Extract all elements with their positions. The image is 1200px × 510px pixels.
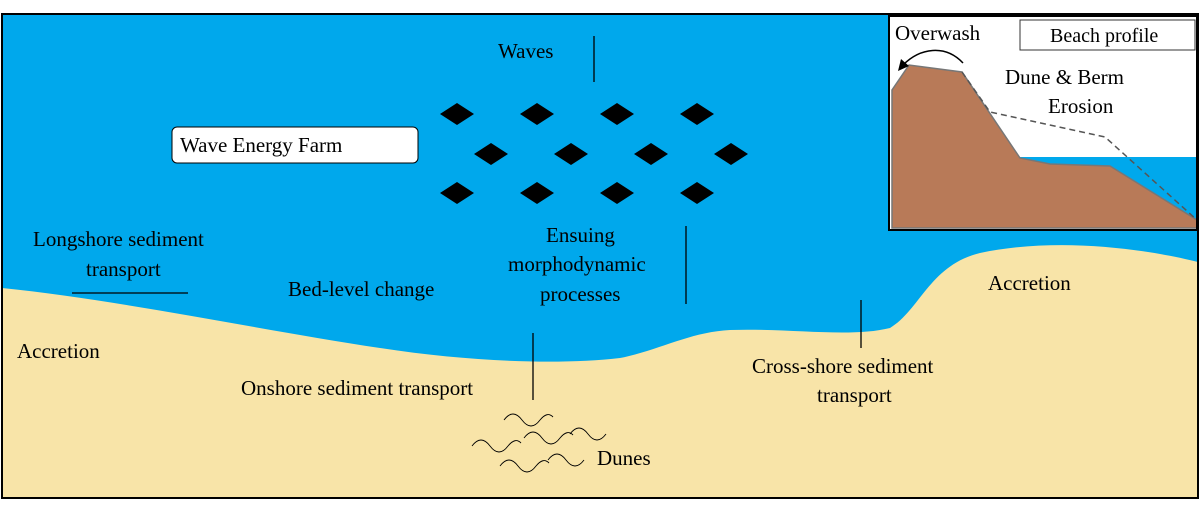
waves-label: Waves xyxy=(498,39,553,63)
dune-squiggle xyxy=(547,453,585,467)
wec-device xyxy=(440,103,474,125)
accretion-right-label: Accretion xyxy=(988,271,1071,295)
wec-device xyxy=(634,143,668,165)
dune-squiggle xyxy=(523,431,574,445)
dune-squiggle xyxy=(471,439,522,453)
beach-profile-title-box xyxy=(1019,19,1196,51)
cross-shore-label-line1: Cross-shore sediment xyxy=(752,354,934,378)
beach-profile-inset: Beach profile Overwash Dune & Berm Erosi… xyxy=(888,15,1198,231)
ensuing-label-line2: morphodynamic xyxy=(508,252,646,276)
wec-device xyxy=(520,182,554,204)
wave-energy-farm-label: Wave Energy Farm xyxy=(180,133,342,157)
wec-device xyxy=(474,143,508,165)
onshore-label: Onshore sediment transport xyxy=(241,376,473,400)
wave-energy-farm-box xyxy=(171,126,419,164)
bed-level-change-label: Bed-level change xyxy=(288,277,434,301)
wec-device xyxy=(600,103,634,125)
dune-squiggle xyxy=(569,427,607,441)
original-profile-dashed xyxy=(961,71,1198,221)
wec-device xyxy=(714,143,748,165)
dunes-squiggles xyxy=(471,413,607,473)
accretion-left-label: Accretion xyxy=(17,339,100,363)
longshore-label-line2: transport xyxy=(86,257,161,281)
wec-device xyxy=(554,143,588,165)
cross-shore-label-line2: transport xyxy=(817,383,892,407)
beach-profile-title: Beach profile xyxy=(1050,25,1158,47)
erosion-label-line2: Erosion xyxy=(1048,94,1114,118)
ensuing-label-line3: processes xyxy=(540,282,620,306)
overwash-arrowhead xyxy=(898,59,909,71)
wec-device xyxy=(680,103,714,125)
wec-device xyxy=(600,182,634,204)
diagram-frame xyxy=(1,13,1199,499)
dune-squiggle xyxy=(499,459,550,473)
dunes-label: Dunes xyxy=(597,446,651,470)
wec-device xyxy=(440,182,474,204)
inset-frame xyxy=(888,15,1198,231)
ensuing-label-line1: Ensuing xyxy=(546,223,615,247)
longshore-label-line1: Longshore sediment xyxy=(33,227,204,251)
wave-energy-farm-devices xyxy=(440,103,748,204)
dune-squiggle xyxy=(503,413,554,427)
wec-device xyxy=(520,103,554,125)
erosion-label-line1: Dune & Berm xyxy=(1005,65,1124,89)
overwash-arrow xyxy=(902,49,964,66)
beach-sand xyxy=(2,245,1198,498)
wec-device xyxy=(680,182,714,204)
overwash-label: Overwash xyxy=(895,21,981,45)
